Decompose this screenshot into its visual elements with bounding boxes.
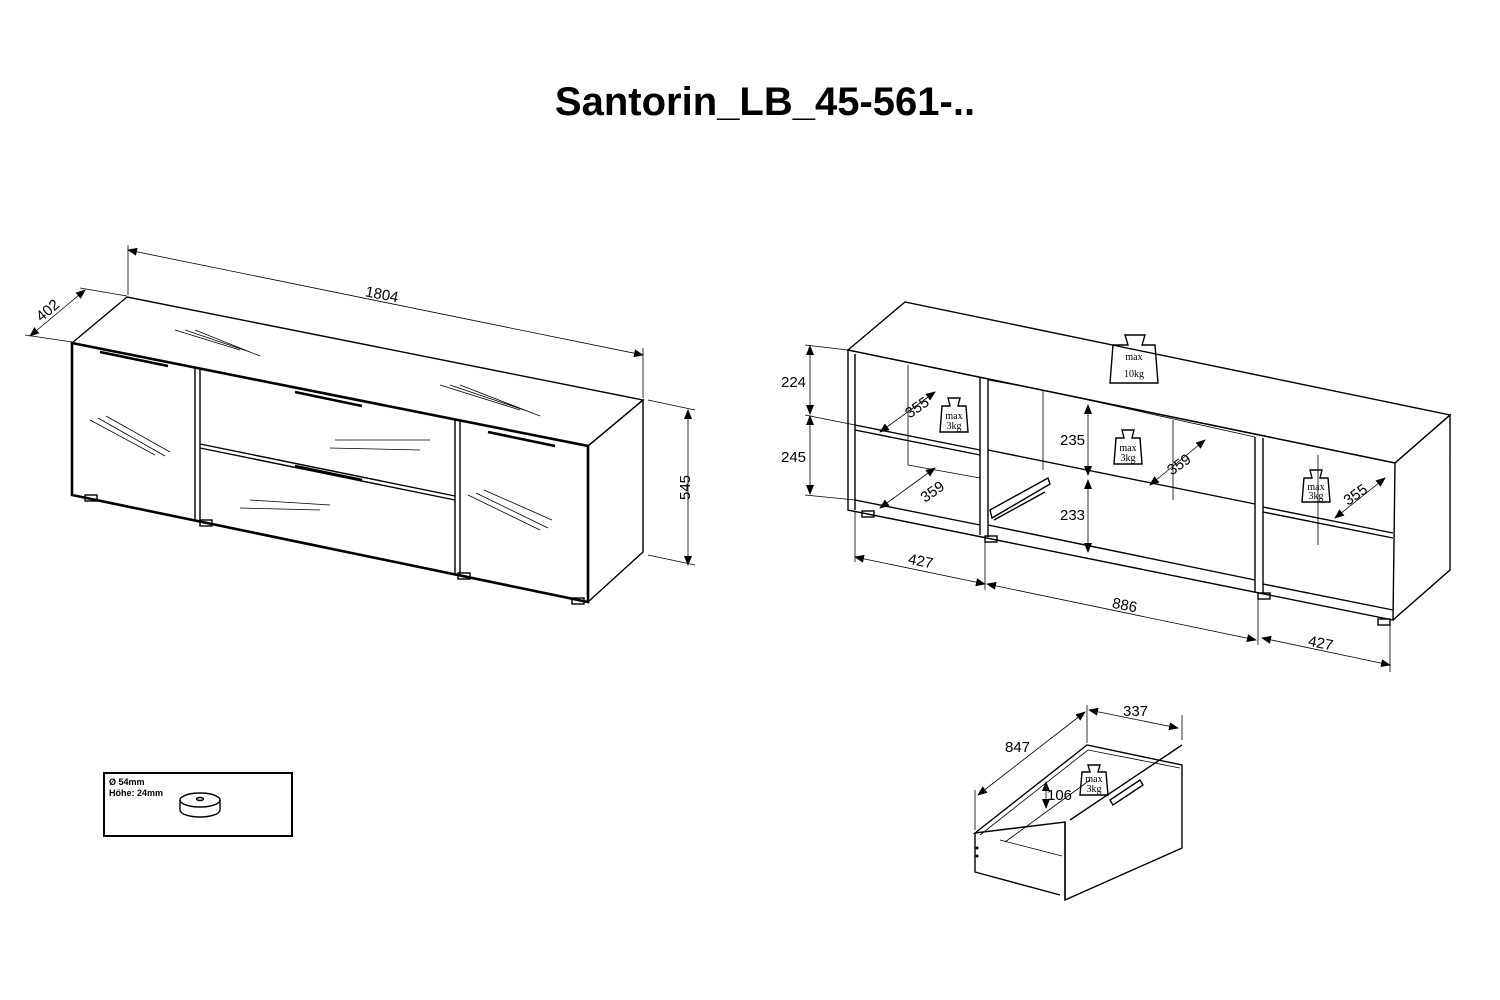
svg-text:max: max (1307, 482, 1324, 493)
width-dimension: 1804 (364, 283, 400, 306)
svg-text:337: 337 (1123, 703, 1148, 720)
foot-height: Höhe: 24mm (109, 788, 163, 798)
svg-text:3kg: 3kg (1121, 453, 1136, 464)
svg-text:355: 355 (1341, 481, 1371, 509)
svg-text:427: 427 (1307, 633, 1335, 654)
weight-icon-left: max 3kg (939, 397, 969, 433)
weight-icon-middle: max 3kg (1113, 429, 1143, 465)
svg-text:427: 427 (907, 551, 935, 572)
open-cabinet-view: max 10kg max 3kg max 3kg max 3kg 224 245… (781, 301, 1452, 672)
foot-info-box: Ø 54mm Höhe: 24mm (103, 772, 293, 837)
foot-diameter: Ø 54mm (109, 777, 145, 787)
svg-text:max: max (1119, 443, 1136, 454)
svg-text:3kg: 3kg (1309, 491, 1324, 502)
svg-text:359: 359 (918, 478, 948, 506)
svg-text:233: 233 (1060, 507, 1085, 524)
svg-text:max: max (1125, 352, 1142, 363)
svg-text:3kg: 3kg (1087, 784, 1102, 795)
depth-dimension: 402 (33, 296, 63, 325)
weight-icon-right: max 3kg (1301, 469, 1331, 503)
drawing-title: Santorin_LB_45-561-.. (554, 80, 976, 124)
drawer-view: 847 337 106 max 3kg (972, 703, 1183, 902)
svg-text:224: 224 (781, 374, 806, 391)
svg-text:355: 355 (902, 394, 932, 422)
svg-text:max: max (945, 411, 962, 422)
weight-icon-drawer: max 3kg (1079, 764, 1109, 796)
svg-text:359: 359 (1164, 451, 1194, 479)
closed-cabinet-view: 1804 402 545 (24, 245, 696, 605)
svg-text:886: 886 (1111, 595, 1139, 616)
svg-text:3kg: 3kg (947, 421, 962, 432)
svg-text:245: 245 (781, 449, 806, 466)
weight-icon-top: max 10kg (1109, 334, 1159, 384)
foot-icon (179, 792, 221, 818)
svg-text:106: 106 (1047, 787, 1072, 804)
svg-text:max: max (1085, 774, 1102, 785)
height-dimension: 545 (677, 475, 694, 500)
svg-text:10kg: 10kg (1124, 369, 1144, 380)
svg-text:235: 235 (1060, 432, 1085, 449)
svg-text:847: 847 (1005, 739, 1030, 756)
